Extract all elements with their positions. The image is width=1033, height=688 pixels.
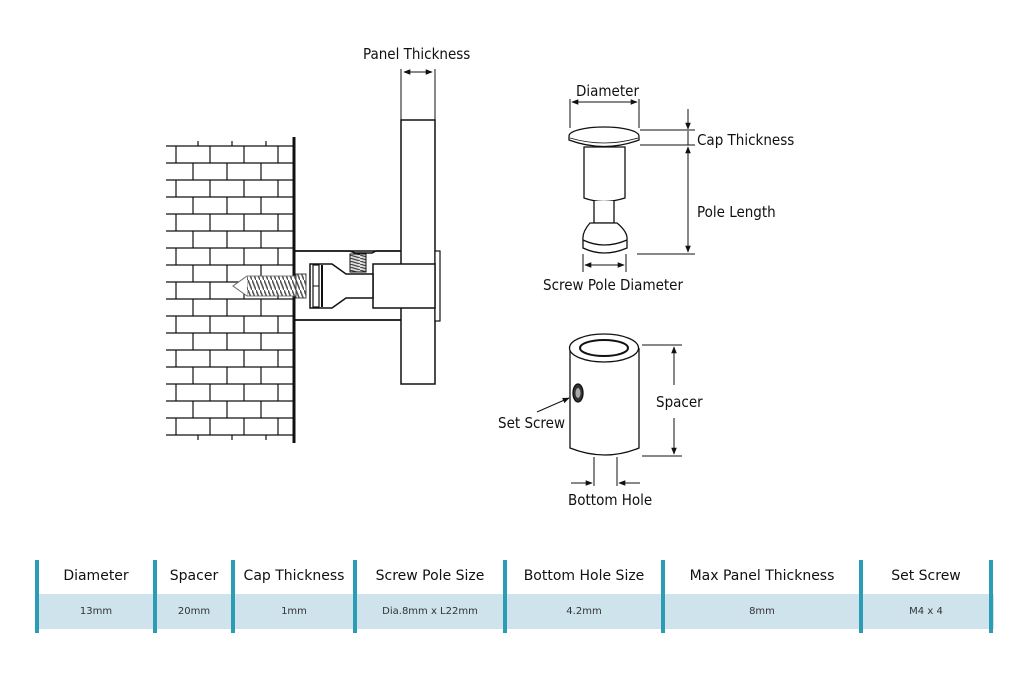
spec-header: Max Panel Thickness	[689, 568, 835, 584]
cap-thickness-label: Cap Thickness	[697, 131, 794, 149]
cap-pole-view	[568, 99, 695, 272]
bottom-hole-label: Bottom Hole	[568, 491, 652, 509]
spec-header: Cap Thickness	[243, 568, 345, 584]
column-separator	[153, 560, 157, 633]
brick-wall	[166, 141, 293, 440]
spec-col-cap-thickness: Cap Thickness 1mm	[235, 560, 353, 633]
spacer-view	[536, 333, 682, 486]
column-separator	[35, 560, 39, 633]
spec-header: Set Screw	[891, 568, 961, 584]
set-screw-label: Set Screw	[498, 414, 565, 432]
column-separator	[231, 560, 235, 633]
spec-col-set-screw: Set Screw M4 x 4	[863, 560, 989, 633]
spec-value: 1mm	[281, 606, 307, 617]
screw-pole-head	[582, 222, 628, 254]
wood-screw-tip	[232, 275, 248, 297]
spec-value: 8mm	[749, 606, 775, 617]
spec-value: 4.2mm	[566, 606, 602, 617]
pole-in-spacer	[372, 263, 436, 309]
set-screw	[349, 253, 367, 273]
spec-values-band	[35, 594, 994, 629]
set-screw-leader	[536, 397, 570, 413]
installed-view: Panel Thickness	[166, 45, 470, 443]
spec-col-spacer: Spacer 20mm	[157, 560, 231, 633]
column-separator	[353, 560, 357, 633]
spec-col-screw-pole-size: Screw Pole Size Dia.8mm x L22mm	[357, 560, 503, 633]
pole-length-label: Pole Length	[697, 203, 776, 221]
spec-col-max-panel-thickness: Max Panel Thickness 8mm	[665, 560, 859, 633]
spec-col-bottom-hole-size: Bottom Hole Size 4.2mm	[507, 560, 661, 633]
spacer-bore	[579, 339, 629, 357]
diagram-canvas: Panel Thickness Diameter Cap Thickness P…	[166, 45, 794, 509]
spec-header: Screw Pole Size	[375, 568, 485, 584]
spacer-label: Spacer	[656, 393, 703, 411]
pole-cone	[309, 263, 374, 309]
panel-thickness-label: Panel Thickness	[363, 45, 470, 63]
spec-col-diameter: Diameter 13mm	[39, 560, 153, 633]
wood-screw-threads	[246, 275, 304, 297]
spec-header: Spacer	[169, 568, 219, 584]
diameter-label: Diameter	[576, 82, 639, 100]
glass-panel	[400, 119, 436, 385]
spacer-cylinder	[569, 348, 640, 456]
spec-value: 20mm	[177, 606, 211, 617]
pole-upper	[583, 146, 626, 203]
column-separator	[989, 560, 993, 633]
spec-value: 13mm	[79, 606, 113, 617]
screw-pole-diameter-label: Screw Pole Diameter	[543, 276, 683, 294]
spec-value: M4 x 4	[909, 606, 943, 617]
column-separator	[859, 560, 863, 633]
pole-neck	[593, 201, 615, 224]
column-separator	[503, 560, 507, 633]
spec-table: Diameter 13mm Spacer 20mm Cap Thickness …	[35, 560, 997, 633]
spec-value: Dia.8mm x L22mm	[382, 606, 478, 617]
column-separator	[661, 560, 665, 633]
spec-header: Bottom Hole Size	[523, 568, 645, 584]
spec-header: Diameter	[63, 568, 129, 584]
